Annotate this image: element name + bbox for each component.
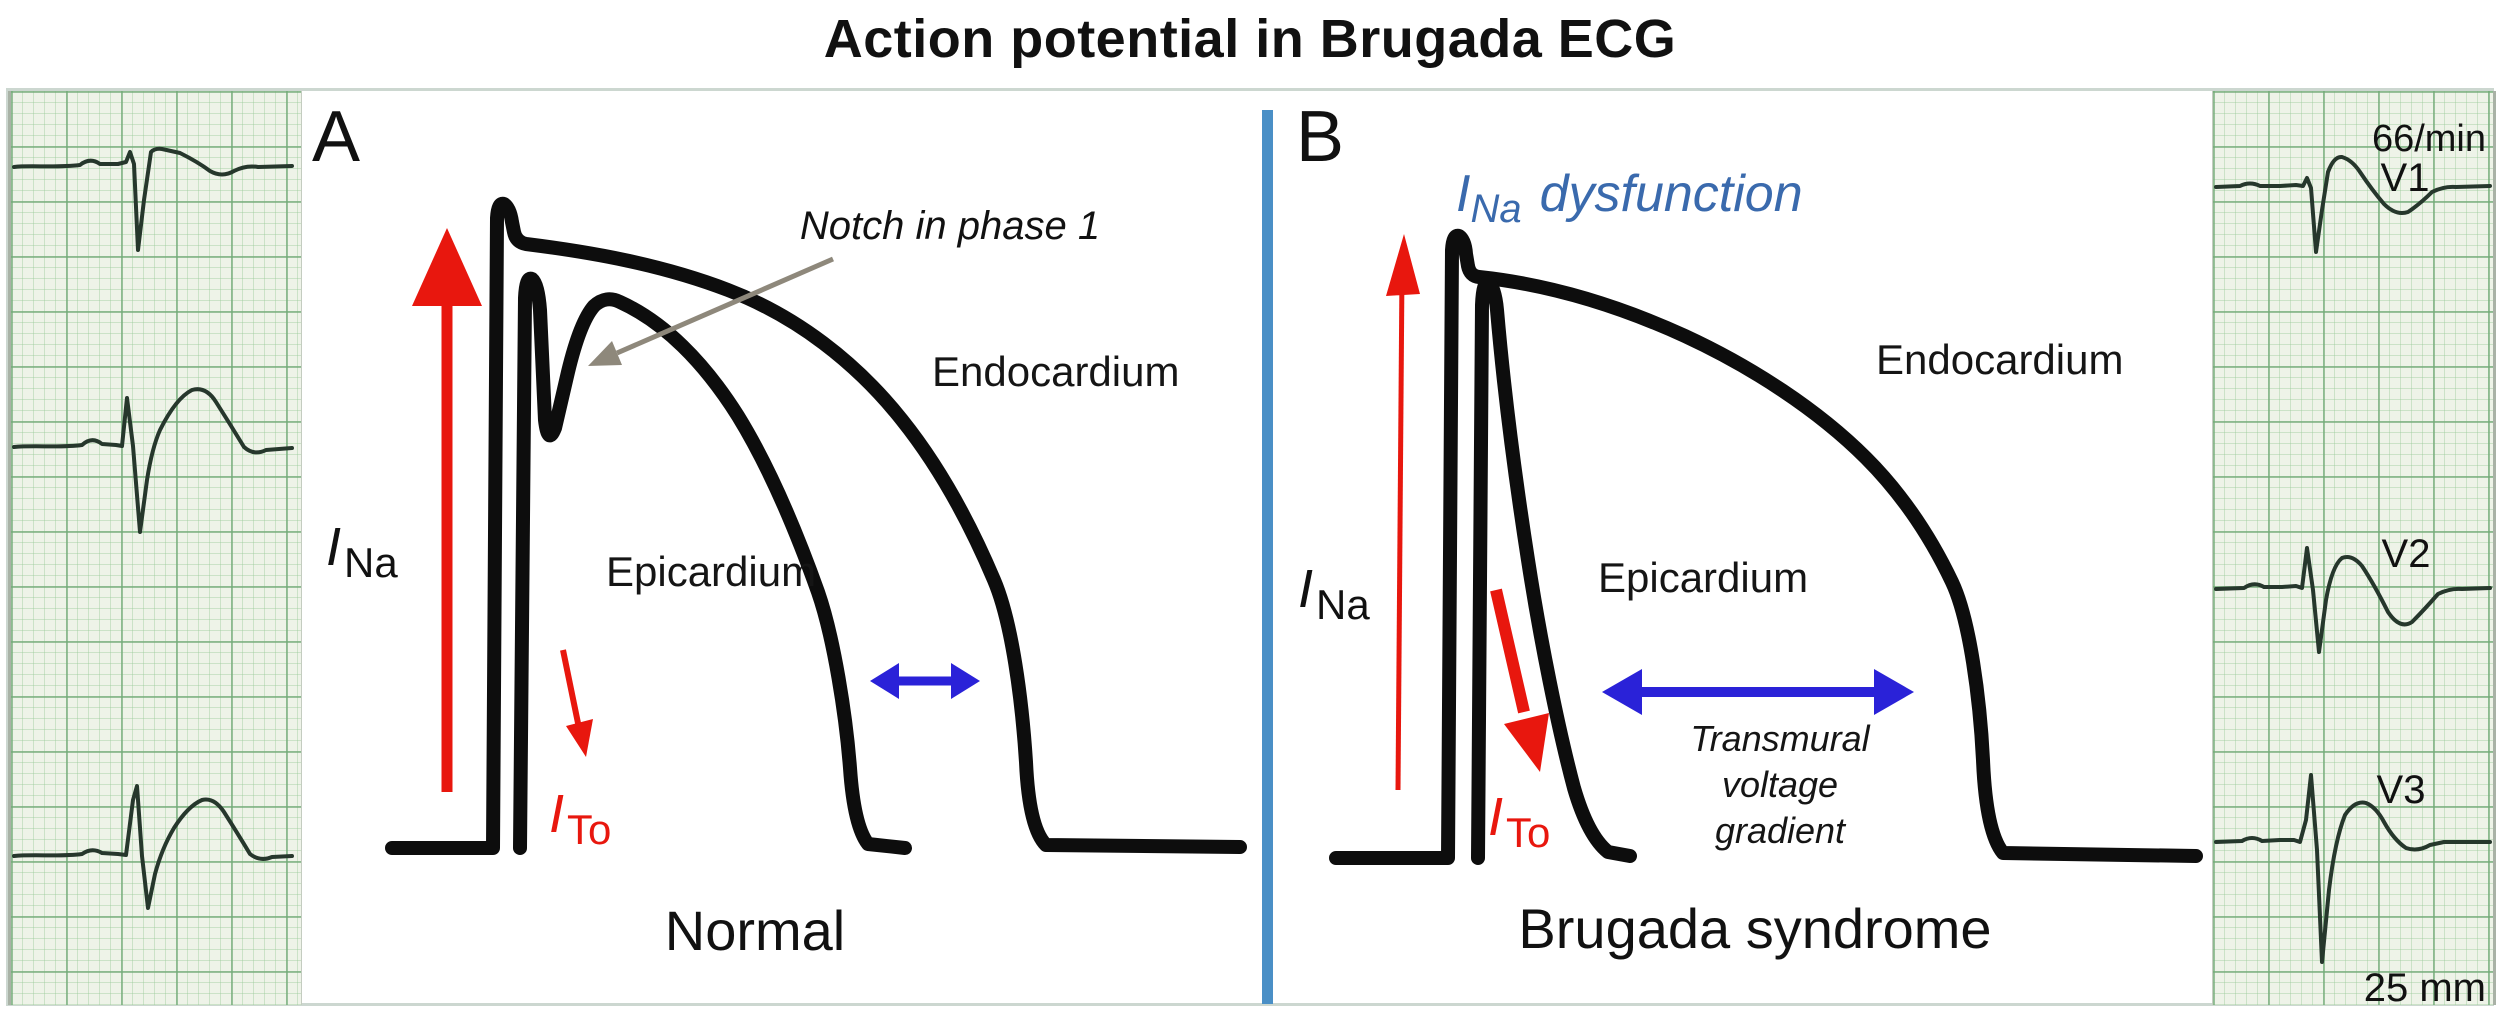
ito-label-b: ITo (1488, 786, 1550, 857)
epicardium-label-b: Epicardium (1598, 554, 1809, 601)
ito-label-a: ITo (549, 783, 611, 854)
lead-v2-label: V2 (2381, 532, 2431, 576)
ecg-strip-right (2212, 91, 2496, 1005)
ina-weak-arrow-icon (1395, 269, 1405, 791)
endocardium-label-a: Endocardium (932, 348, 1180, 395)
endocardium-curve-b (1329, 228, 2203, 865)
panel-a-curves (385, 196, 1247, 855)
small-gradient-arrowhead-left-icon (870, 663, 899, 699)
panel-b-curves (1329, 228, 2203, 865)
transmural-line1: Transmural (1690, 718, 1870, 759)
ito-symbol-b: I (1488, 787, 1504, 847)
ina-weak-arrowhead-icon (1386, 234, 1420, 296)
endocardium-label-b: Endocardium (1876, 336, 2124, 383)
lead-v3-label: V3 (2376, 768, 2426, 812)
ecg-trace-left-row3 (12, 784, 294, 910)
notch-annotation: Notch in phase 1 (799, 204, 1101, 248)
ito-strong-arrow-icon (1490, 588, 1530, 714)
transmural-arrowhead-right-icon (1874, 669, 1914, 715)
transmural-gradient-label: Transmural voltage gradient (1630, 716, 1930, 854)
notch-pointer-arrowhead-icon (588, 341, 622, 366)
small-gradient-arrowhead-right-icon (951, 663, 980, 699)
panel-a-letter: A (312, 97, 361, 177)
epicardium-curve-b (1471, 275, 1637, 865)
ina-strong-arrowhead-icon (412, 228, 482, 306)
ecg-strip-left (8, 91, 302, 1005)
ina-subscript-a: Na (344, 539, 398, 586)
ecg-trace-left-row2 (12, 387, 294, 534)
ecg-trace-v2 (2214, 546, 2492, 654)
ina-symbol-a: I (326, 517, 342, 577)
ina-dysfunction-label: INa dysfunction (1456, 164, 1803, 232)
ina-label-b: INa (1298, 558, 1370, 629)
panel-a-caption: Normal (664, 899, 846, 962)
ito-symbol-a: I (549, 784, 565, 844)
notch-pointer-arrow-icon (616, 256, 834, 356)
panel-a-arrows (412, 228, 980, 792)
ecg-traces-right (2214, 154, 2492, 964)
panel-b-letter: B (1296, 97, 1345, 177)
ecg-trace-v3 (2214, 773, 2492, 964)
ito-strong-arrowhead-icon (1504, 713, 1549, 772)
ito-small-arrow-icon (560, 649, 582, 729)
ina-dysfunction-symbol: I (1456, 165, 1471, 223)
paper-speed-label: 25 mm (2363, 966, 2486, 1010)
ina-label-a: INa (326, 516, 398, 587)
transmural-line3: gradient (1714, 810, 1846, 851)
epicardium-curve-a (513, 271, 912, 855)
ina-dysfunction-text: dysfunction (1539, 165, 1803, 223)
ecg-traces-left (12, 146, 294, 910)
panel-divider-bar (1262, 110, 1273, 1004)
panel-b-arrows (1386, 234, 1914, 791)
lead-v1-label: V1 (2380, 156, 2430, 200)
heart-rate-label: 66/min (2371, 118, 2486, 160)
epicardium-label-a: Epicardium (606, 548, 817, 595)
ito-subscript-a: To (567, 806, 612, 853)
transmural-arrowhead-left-icon (1602, 669, 1642, 715)
figure-title: Action potential in Brugada ECG (823, 9, 1677, 69)
ina-dysfunction-subscript: Na (1470, 187, 1522, 231)
ina-subscript-b: Na (1316, 581, 1370, 628)
endocardium-curve-a (385, 196, 1247, 855)
ecg-trace-left-row1 (12, 146, 294, 252)
transmural-line2: voltage (1721, 764, 1839, 805)
ito-small-arrowhead-icon (566, 719, 593, 757)
ito-subscript-b: To (1506, 809, 1551, 856)
ina-symbol-b: I (1298, 559, 1314, 619)
panel-b-caption: Brugada syndrome (1518, 897, 1992, 960)
ecg-trace-v1 (2214, 154, 2492, 254)
